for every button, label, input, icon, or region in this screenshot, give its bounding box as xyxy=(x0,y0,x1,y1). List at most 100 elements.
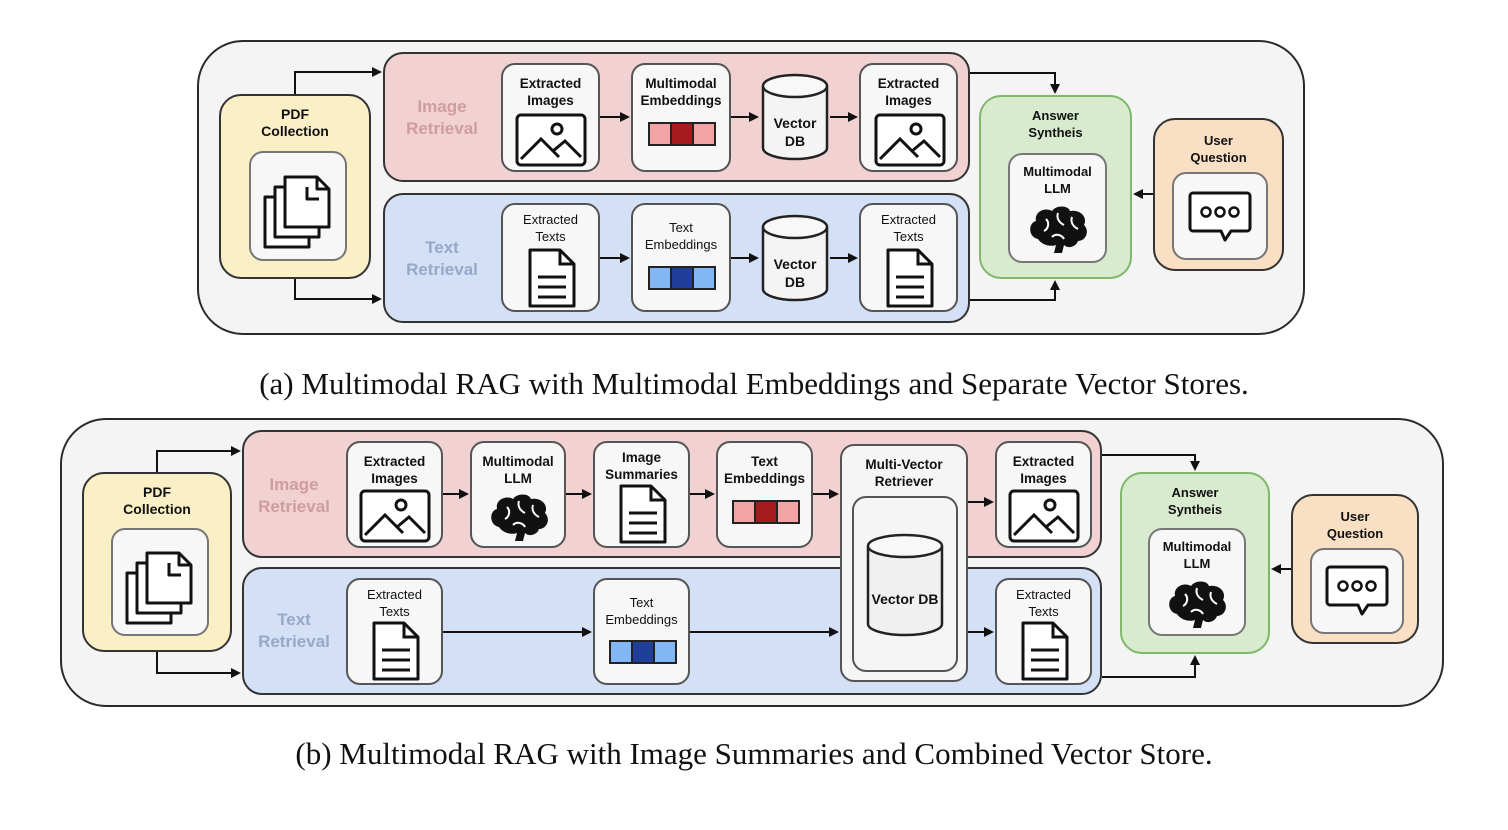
brain-icon xyxy=(491,494,548,541)
document-icon xyxy=(528,248,576,308)
image-retrieval-label-a: Image Retrieval xyxy=(395,96,489,140)
vector-db-card-b: Vector DB xyxy=(852,496,958,672)
embedding-vector-icon xyxy=(648,122,716,146)
pdf-collection-b: PDF Collection xyxy=(82,472,232,652)
pdf-collection-a-line1: PDF xyxy=(281,106,309,122)
caption-b: (b) Multimodal RAG with Image Summaries … xyxy=(295,736,1213,771)
answer-b-line1: Answer xyxy=(1171,485,1219,500)
extracted-images-out-a-line2: Images xyxy=(885,93,932,108)
text-embeddings-txt-b-line1: Text xyxy=(629,595,654,610)
extracted-images-b-line1: Extracted xyxy=(363,454,426,469)
pdf-collection-b-line1: PDF xyxy=(143,484,171,500)
document-icon xyxy=(886,248,934,308)
brain-icon xyxy=(1030,206,1087,253)
embedding-vector-icon xyxy=(609,640,677,664)
user-b-line2: Question xyxy=(1326,526,1384,541)
multimodal-embeddings-a-line1: Multimodal xyxy=(645,76,717,91)
llm-a-line2: LLM xyxy=(1044,181,1071,196)
text-retrieval-b-line2: Retrieval xyxy=(258,632,330,651)
text-embeddings-a-line2: Embeddings xyxy=(644,237,718,252)
vector-db-txt-a-line1: Vector xyxy=(773,256,817,272)
document-stack-icon xyxy=(263,175,331,249)
pdf-collection-a-line2: Collection xyxy=(261,123,329,139)
multimodal-embeddings-a-line2: Embeddings xyxy=(640,93,722,108)
extracted-images-out-b-line2: Images xyxy=(1020,471,1067,486)
image-summaries-b-line2: Summaries xyxy=(605,467,678,482)
caption-a: (a) Multimodal RAG with Multimodal Embed… xyxy=(259,366,1249,401)
image-retrieval-b-line1: Image xyxy=(269,475,319,494)
embedding-vector-icon xyxy=(732,500,800,524)
text-retrieval-b-line1: Text xyxy=(277,610,311,629)
vector-db-txt-a-line2: DB xyxy=(784,274,806,290)
text-embeddings-img-b-line1: Text xyxy=(751,454,778,469)
extracted-texts-b-line2: Texts xyxy=(379,604,410,619)
extracted-texts-out-b-line1: Extracted xyxy=(1016,587,1071,602)
extracted-images-out-a-line1: Extracted xyxy=(877,76,940,91)
extracted-images-a-line2: Images xyxy=(527,93,574,108)
extracted-images-out-b-line1: Extracted xyxy=(1012,454,1075,469)
image-retrieval-a-line1: Image xyxy=(417,97,467,116)
extracted-texts-out-b-line2: Texts xyxy=(1028,604,1059,619)
text-embeddings-txt-b-line2: Embeddings xyxy=(605,612,678,627)
vector-db-img-a-line1: Vector xyxy=(773,115,817,131)
document-icon xyxy=(372,621,420,681)
multimodal-llm-b-line1: Multimodal xyxy=(482,454,554,469)
document-icon xyxy=(1021,621,1069,681)
llm-b-line1: Multimodal xyxy=(1162,539,1232,554)
database-cylinder-icon xyxy=(866,533,944,637)
database-cylinder-icon xyxy=(761,214,829,302)
image-retrieval-a-line2: Retrieval xyxy=(406,119,478,138)
multi-vector-b-line1: Multi-Vector xyxy=(865,457,943,472)
image-retrieval-b-line2: Retrieval xyxy=(258,497,330,516)
answer-a-line2: Syntheis xyxy=(1028,125,1083,140)
answer-b-line2: Syntheis xyxy=(1167,502,1223,517)
image-summaries-b-line1: Image xyxy=(621,450,662,465)
image-retrieval-label-b: Image Retrieval xyxy=(248,474,340,518)
vector-db-b-label: Vector DB xyxy=(871,591,939,607)
extracted-texts-out-a-line2: Texts xyxy=(893,229,924,244)
image-icon xyxy=(1008,489,1080,543)
user-b-line1: User xyxy=(1340,509,1370,524)
pdf-collection-a: PDF Collection xyxy=(219,94,371,279)
multimodal-llm-b-line2: LLM xyxy=(504,471,532,486)
llm-b-line2: LLM xyxy=(1183,556,1211,571)
extracted-texts-a-line2: Texts xyxy=(535,229,566,244)
text-retrieval-label-a: Text Retrieval xyxy=(395,237,489,281)
brain-icon xyxy=(1169,581,1226,628)
extracted-texts-b-line1: Extracted xyxy=(367,587,422,602)
chat-bubble-icon xyxy=(1188,191,1252,242)
chat-bubble-icon xyxy=(1325,565,1389,616)
pdf-docs-card-a xyxy=(249,151,347,261)
multi-vector-b-line2: Retriever xyxy=(874,474,934,489)
answer-a-line1: Answer xyxy=(1032,108,1079,123)
image-icon xyxy=(874,113,946,167)
database-cylinder-icon xyxy=(761,73,829,161)
extracted-images-a-line1: Extracted xyxy=(519,76,582,91)
text-retrieval-a-line2: Retrieval xyxy=(406,260,478,279)
text-retrieval-a-line1: Text xyxy=(425,238,459,257)
vector-db-img-a-line2: DB xyxy=(784,133,806,149)
pdf-collection-b-line2: Collection xyxy=(123,501,191,517)
